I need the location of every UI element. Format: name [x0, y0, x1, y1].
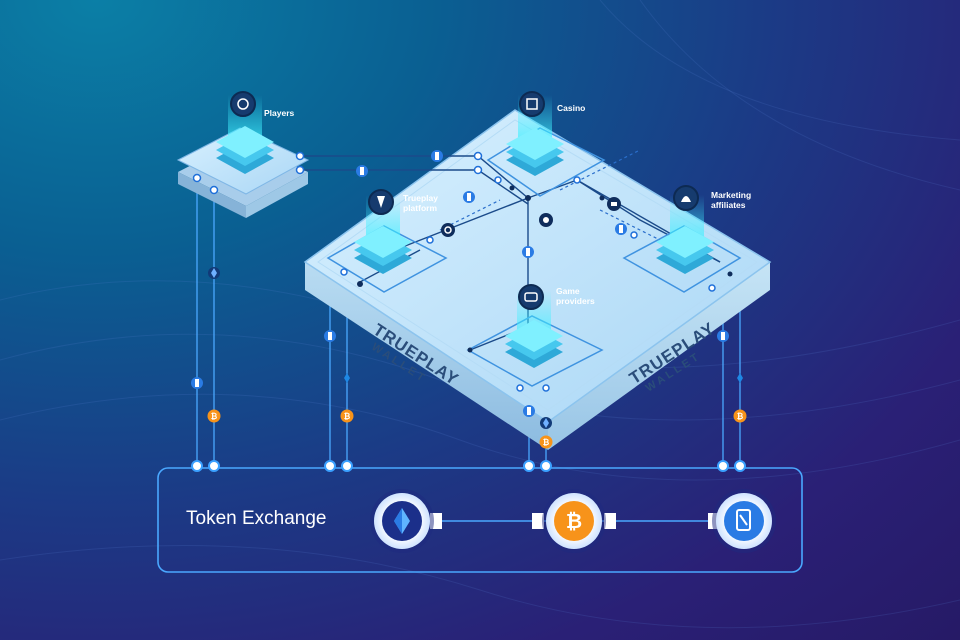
casino-hub: [506, 91, 564, 176]
ethereum-marker: [540, 417, 552, 429]
trueplay-platform-label: Trueplay platform: [403, 193, 438, 213]
token-markers: ₿ ₿ ₿ ₿: [191, 150, 747, 449]
cart-icon: [607, 197, 621, 211]
svg-text:₿: ₿: [737, 412, 744, 421]
trueplay-platform-hub: [354, 189, 412, 274]
ethereum-marker: [737, 373, 743, 383]
svg-text:₿: ₿: [211, 412, 218, 421]
game-providers-label: Game providers: [556, 286, 595, 306]
trueplay-token-marker: [356, 165, 368, 177]
trueplay-token-icon: [708, 489, 776, 553]
bitcoin-icon: ₿: [532, 489, 616, 553]
token-exchange-title: Token Exchange: [186, 508, 327, 529]
dark-junction-dots: [357, 185, 733, 353]
trueplay-token-marker: [615, 223, 627, 235]
trueplay-token-marker: [431, 150, 443, 162]
bitcoin-marker: ₿: [340, 409, 354, 423]
casino-label: Casino: [557, 103, 586, 113]
gear-icon: [441, 223, 455, 237]
players-platform: [176, 127, 310, 218]
svg-text:₿: ₿: [344, 412, 351, 421]
bitcoin-marker: ₿: [733, 409, 747, 423]
token-exchange-frame: [157, 467, 803, 573]
players-label: Players: [264, 108, 295, 118]
ethereum-icon: [370, 489, 442, 553]
trueplay-token-marker: [523, 405, 535, 417]
ethereum-marker: [208, 267, 220, 279]
network-dashed-lines: [439, 149, 661, 241]
trueplay-token-marker: [463, 191, 475, 203]
bitcoin-marker: ₿: [539, 435, 553, 449]
exchange-entry-dots: [191, 460, 746, 472]
exchange-icon: [539, 213, 553, 227]
bitcoin-marker: ₿: [207, 409, 221, 423]
trueplay-token-marker: [522, 246, 534, 258]
trueplay-token-marker: [191, 377, 203, 389]
trueplay-token-marker: [324, 330, 336, 342]
ethereum-marker: [344, 373, 350, 383]
players-hub: [216, 91, 274, 174]
svg-text:₿: ₿: [543, 438, 550, 447]
junction-dots: [192, 151, 716, 392]
marketing-affiliates-hub: [656, 185, 714, 274]
game-providers-hub: [505, 284, 563, 368]
marketing-affiliates-label: Marketing affiliates: [711, 190, 752, 210]
main-platform: [303, 109, 772, 450]
trueplay-token-marker: [717, 330, 729, 342]
svg-text:₿: ₿: [566, 511, 582, 533]
